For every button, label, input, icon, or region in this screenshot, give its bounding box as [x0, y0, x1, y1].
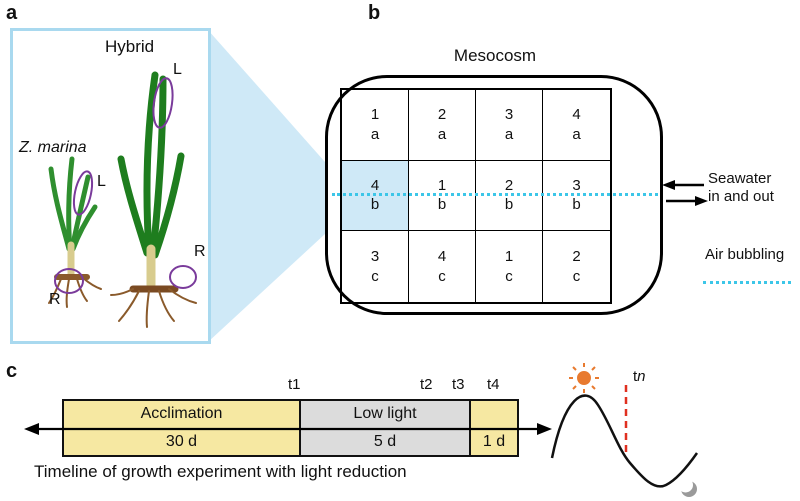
day-night-cycle-graphic — [550, 363, 699, 497]
root-tag-zmarina: R — [49, 291, 61, 308]
seagrass-illustration — [48, 71, 197, 328]
timeline-axis-arrow — [24, 423, 552, 435]
air-bubbling-legend-line — [703, 281, 791, 284]
arrow-right-icon — [537, 423, 552, 435]
phase-low-light-duration: 5 d — [373, 433, 397, 450]
seawater-label-line1: Seawater — [708, 170, 772, 187]
species-label: Z. marina — [19, 139, 87, 156]
time-point-t3: t3 — [452, 376, 465, 393]
leaf-tag-zmarina: L — [97, 173, 106, 190]
phase-low-light-label: Low light — [353, 405, 417, 422]
time-point-t1: t1 — [288, 376, 301, 393]
diel-curve — [550, 394, 699, 488]
panel-b-label: b — [368, 2, 381, 24]
mesocosm-tank-outline — [325, 75, 663, 315]
sun-icon — [569, 363, 599, 393]
arrow-right-icon — [695, 196, 708, 206]
leaf-tag-hybrid: L — [173, 61, 182, 78]
air-bubbling-line — [332, 193, 658, 196]
mesocosm-title: Mesocosm — [453, 46, 537, 65]
arrow-left-icon — [24, 423, 39, 435]
time-point-t4: t4 — [487, 376, 500, 393]
timeline-caption: Timeline of growth experiment with light… — [34, 462, 407, 481]
tn-label: tn — [633, 368, 646, 385]
zoom-wedge — [208, 30, 325, 342]
seawater-flow-arrows — [662, 180, 708, 206]
leaf-circle-hybrid — [152, 77, 174, 129]
phase-recovery-duration: 1 d — [482, 433, 506, 450]
panel-c-label: c — [6, 360, 18, 382]
root-tag-hybrid: R — [194, 243, 206, 260]
air-bubbling-label: Air bubbling — [705, 246, 785, 263]
phase-acclimation-label: Acclimation — [140, 405, 223, 422]
arrow-left-icon — [662, 180, 675, 190]
panel-a-label: a — [6, 2, 18, 24]
moon-icon — [678, 477, 697, 497]
hybrid-label: Hybrid — [105, 37, 155, 56]
seawater-label-line2: in and out — [708, 188, 774, 205]
panel-a-illustration-box: Hybrid L Z. marina L R R — [10, 28, 211, 344]
root-circle-zmarina — [54, 268, 84, 294]
time-point-t2: t2 — [420, 376, 433, 393]
root-circle-hybrid — [169, 265, 197, 289]
phase-acclimation-duration: 30 d — [165, 433, 198, 450]
leaf-circle-zmarina — [72, 170, 94, 216]
